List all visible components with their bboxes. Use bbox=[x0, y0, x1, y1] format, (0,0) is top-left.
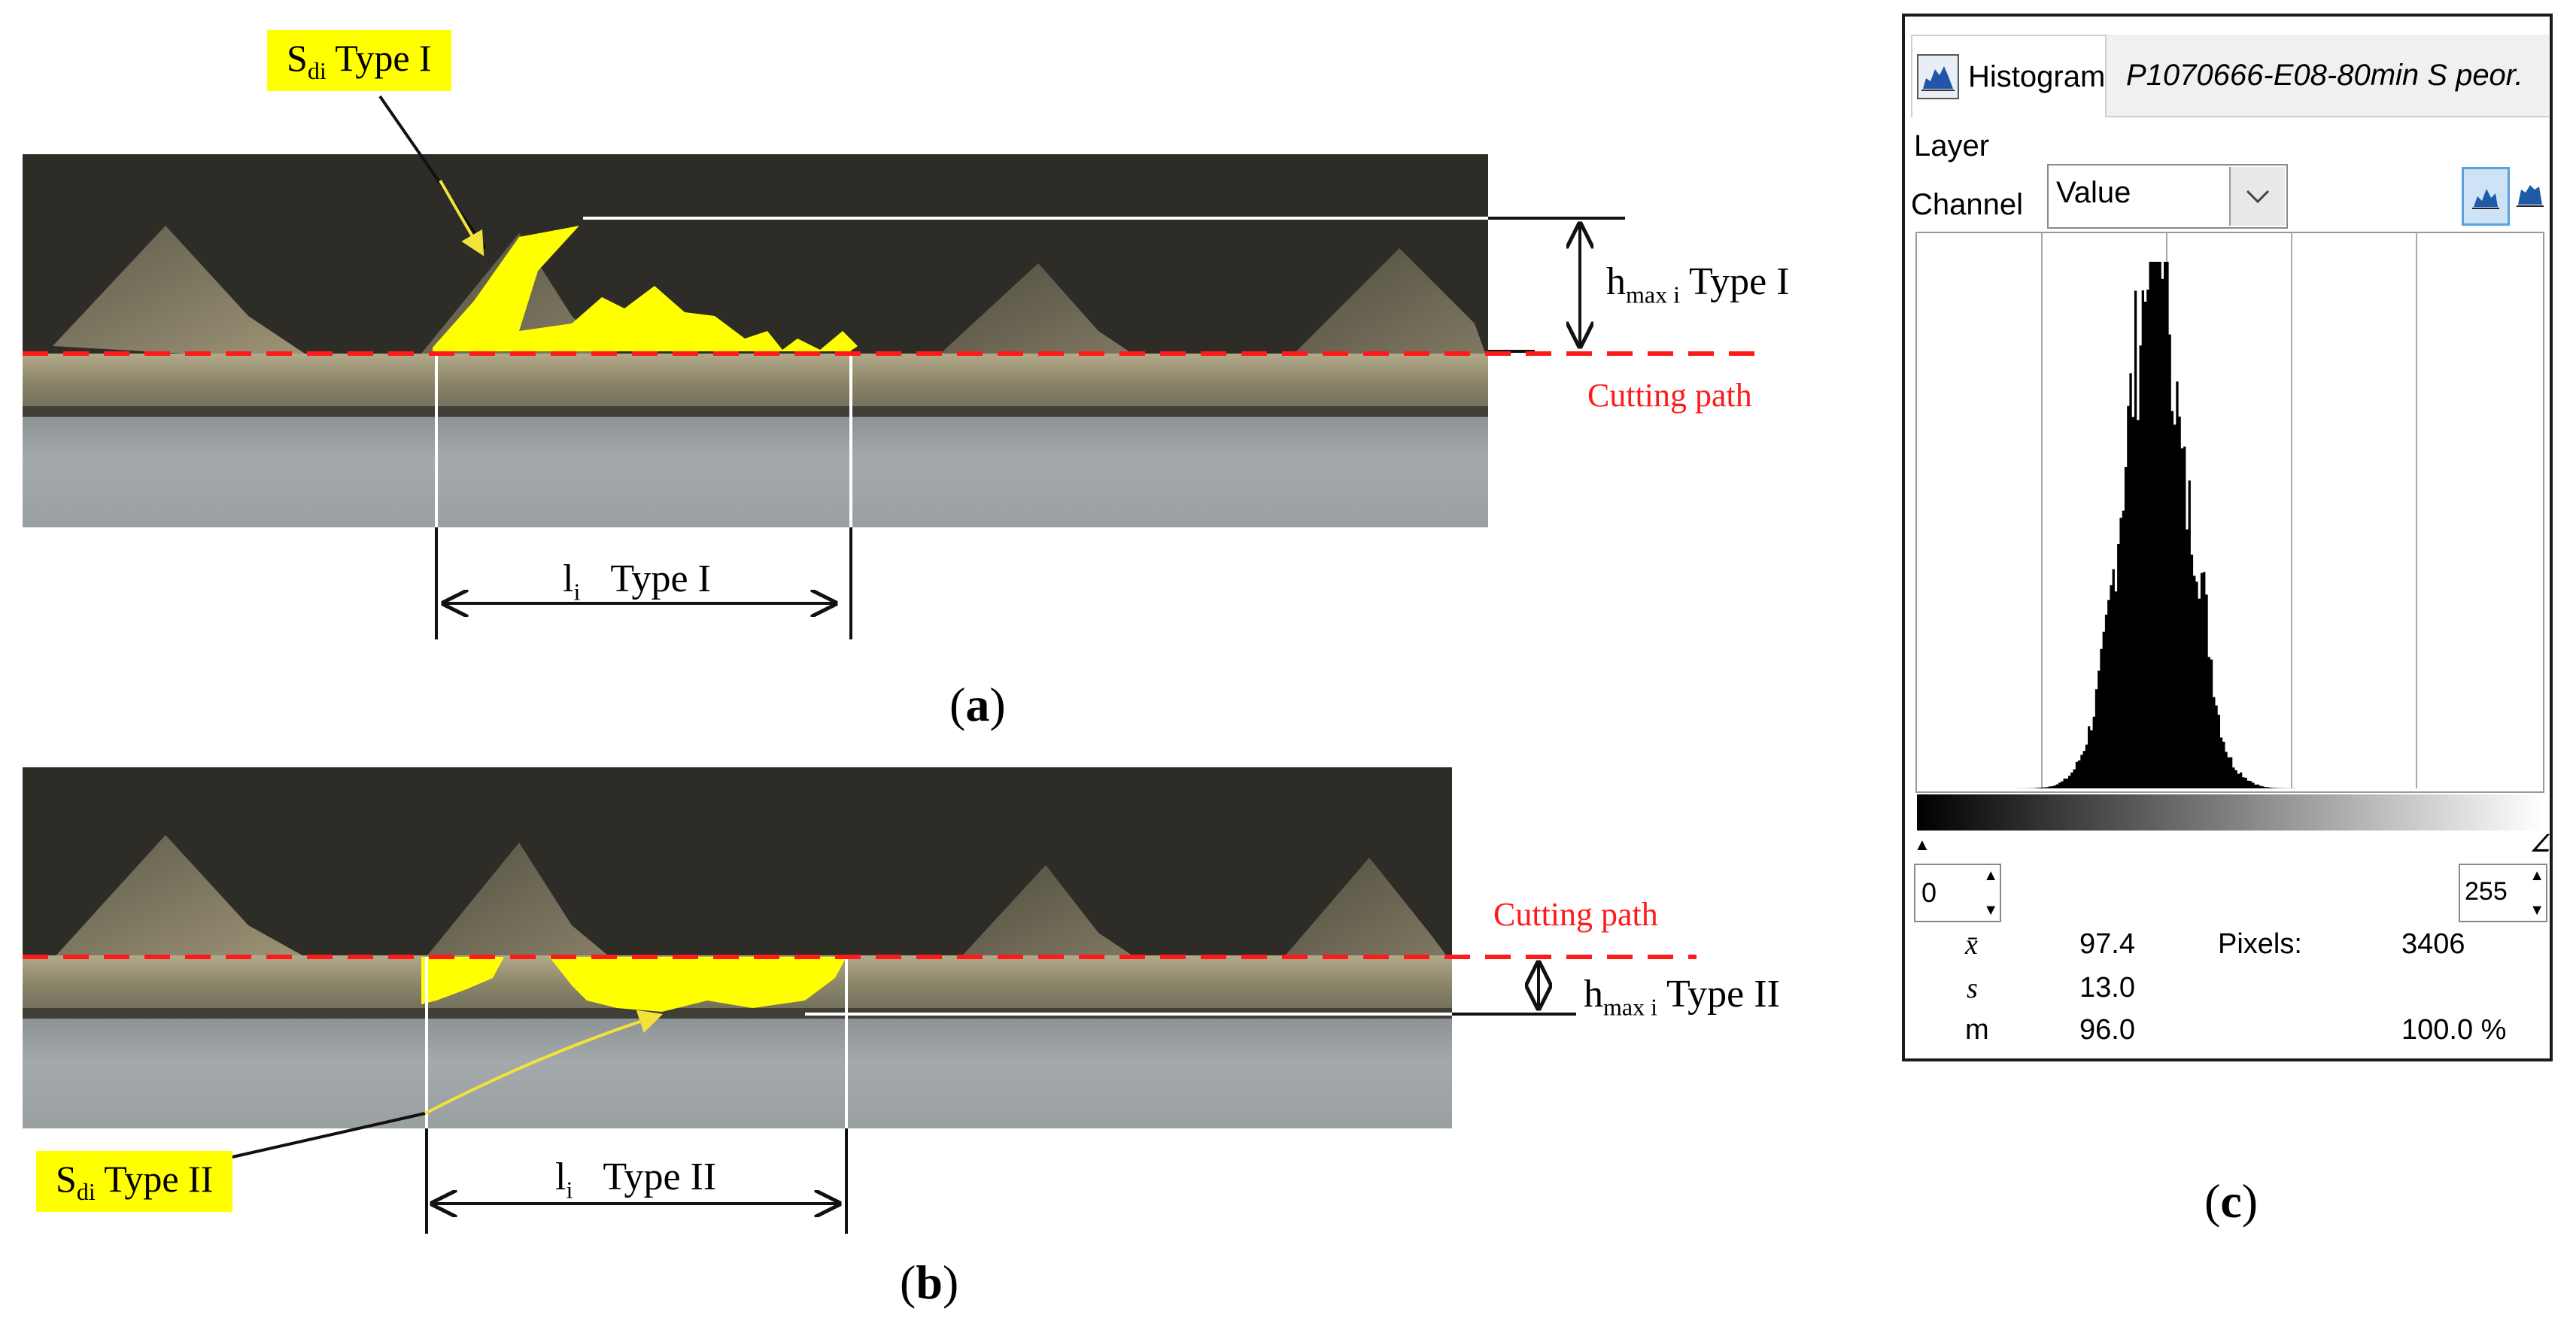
grayscale-ramp bbox=[1917, 794, 2543, 831]
range-max-spinbox[interactable]: 255 ▲ ▼ bbox=[2459, 864, 2547, 922]
pixels-label: Pixels: bbox=[2218, 928, 2302, 960]
tab-image-file[interactable]: P1070666-E08-80min S peor. bbox=[2107, 35, 2549, 117]
log-histogram-icon[interactable] bbox=[2511, 167, 2549, 221]
spin-down-icon[interactable]: ▼ bbox=[2529, 902, 2544, 919]
linear-histogram-icon[interactable] bbox=[2462, 167, 2510, 226]
range-max-marker-icon[interactable]: ∠ bbox=[2529, 830, 2551, 857]
panel-label-a: (a) bbox=[949, 678, 1006, 731]
sdi-leader-b bbox=[225, 1112, 426, 1160]
spin-up-icon[interactable]: ▲ bbox=[2529, 867, 2544, 884]
histogram-dialog: Histogram P1070666-E08-80min S peor. Lay… bbox=[1902, 14, 2553, 1061]
mean-symbol: x̄ bbox=[1965, 929, 1978, 961]
photo-panel-a bbox=[23, 154, 1488, 527]
pixels-value: 3406 bbox=[2401, 928, 2465, 960]
panel-label-b: (b) bbox=[900, 1256, 959, 1309]
sdi-label-a: Sdi Type I bbox=[267, 30, 451, 91]
layer-label: Layer bbox=[1914, 129, 1990, 162]
hmax-label-a: hmax i Type I bbox=[1606, 260, 1790, 308]
channel-label: Channel bbox=[1911, 188, 2024, 221]
range-max-value: 255 bbox=[2465, 877, 2508, 906]
hmax-label-b: hmax i Type II bbox=[1584, 973, 1780, 1021]
range-min-value: 0 bbox=[1921, 877, 1937, 908]
channel-select-value: Value bbox=[2056, 176, 2131, 209]
defect-area-type1 bbox=[433, 226, 858, 351]
panel-label-c: (c) bbox=[2204, 1174, 2259, 1228]
sdi-leader-a bbox=[378, 95, 487, 250]
spin-up-icon[interactable]: ▲ bbox=[1983, 867, 1998, 884]
tab-histogram[interactable]: Histogram bbox=[1911, 35, 2107, 117]
median-symbol: m bbox=[1965, 1014, 1989, 1046]
std-symbol: s bbox=[1967, 973, 1978, 1004]
cutting-path-label-b: Cutting path bbox=[1493, 896, 1658, 933]
std-value: 13.0 bbox=[2079, 972, 2135, 1004]
photo-panel-b bbox=[23, 767, 1452, 1128]
channel-select[interactable]: Value bbox=[2047, 164, 2288, 229]
range-min-spinbox[interactable]: 0 ▲ ▼ bbox=[1914, 864, 2001, 922]
sdi-label-b: Sdi Type II bbox=[36, 1151, 233, 1212]
cutting-path-label-a: Cutting path bbox=[1587, 377, 1752, 414]
chevron-down-icon[interactable] bbox=[2229, 167, 2285, 226]
defect-area-type2 bbox=[549, 957, 846, 1012]
range-min-marker-icon[interactable]: ▲ bbox=[1914, 835, 1930, 854]
histogram-tab-icon bbox=[1917, 54, 1959, 99]
mean-value: 97.4 bbox=[2079, 928, 2135, 960]
spin-down-icon[interactable]: ▼ bbox=[1983, 902, 1998, 919]
median-value: 96.0 bbox=[2079, 1014, 2135, 1046]
percent-value: 100.0 % bbox=[2401, 1014, 2507, 1046]
histogram-plot bbox=[1915, 232, 2544, 831]
